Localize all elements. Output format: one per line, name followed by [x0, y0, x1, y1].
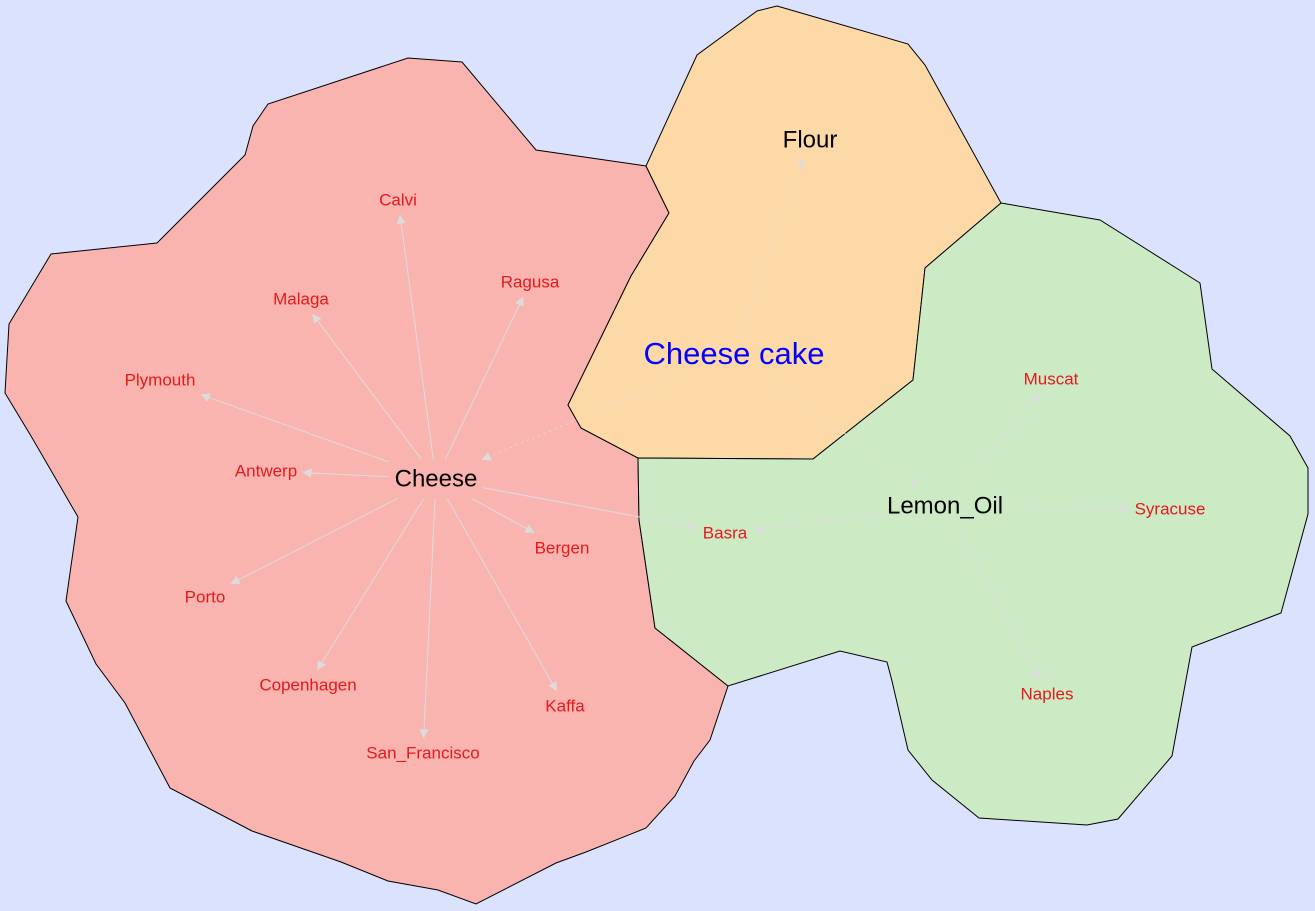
diagram-title: Cheese cake: [644, 336, 825, 371]
node-label-lemon-oil: Lemon_Oil: [887, 492, 1003, 519]
edges: [200, 158, 1130, 739]
flour-region: [567, 5, 1002, 460]
node-label-flour: Flour: [783, 126, 838, 153]
edge-cheese-to-bergen: [471, 497, 535, 533]
city-label-calvi: Calvi: [379, 190, 417, 209]
edge-cheese-to-plymouth: [200, 393, 389, 463]
edge-cheese-to-malaga: [312, 313, 422, 460]
city-label-porto: Porto: [185, 587, 226, 606]
city-label-copenhagen: Copenhagen: [259, 675, 356, 694]
edge-lemon-oil-to-syracuse: [1009, 503, 1130, 513]
city-label-ragusa: Ragusa: [501, 272, 560, 291]
edge-cheese-to-san-francisco: [419, 498, 436, 739]
city-label-naples: Naples: [1021, 684, 1074, 703]
edge-cheese-cake-to-flour: [741, 158, 805, 331]
edge-cheese-to-ragusa: [444, 296, 524, 460]
city-label-plymouth: Plymouth: [125, 370, 196, 389]
edge-lemon-oil-to-basra: [752, 513, 882, 533]
edge-cheese-to-porto: [230, 497, 399, 584]
city-label-san-francisco: San_Francisco: [366, 743, 479, 762]
cheese-region: [4, 57, 729, 905]
city-label-kaffa: Kaffa: [545, 696, 585, 715]
city-label-basra: Basra: [703, 523, 748, 542]
labels: Calvi Malaga Ragusa Plymouth Antwerp Por…: [125, 126, 1206, 762]
edge-lemon-oil-to-muscat: [960, 393, 1039, 487]
node-label-cheese: Cheese: [395, 465, 478, 492]
edge-cheese-cake-to-lemon-oil: [766, 376, 919, 487]
edge-lemon-oil-to-naples: [955, 525, 1040, 680]
lemon-oil-region: [637, 202, 1309, 826]
edge-cheese-to-calvi: [396, 214, 434, 460]
city-label-malaga: Malaga: [273, 289, 329, 308]
edge-cheese-to-basra: [483, 487, 698, 531]
city-label-syracuse: Syracuse: [1135, 499, 1206, 518]
edge-cheese-to-copenhagen: [317, 498, 425, 671]
edge-cheese-to-kaffa: [446, 498, 557, 692]
city-label-antwerp: Antwerp: [235, 461, 297, 480]
edge-cheese-to-antwerp: [302, 468, 389, 478]
city-label-muscat: Muscat: [1024, 369, 1079, 388]
city-label-bergen: Bergen: [535, 538, 590, 557]
